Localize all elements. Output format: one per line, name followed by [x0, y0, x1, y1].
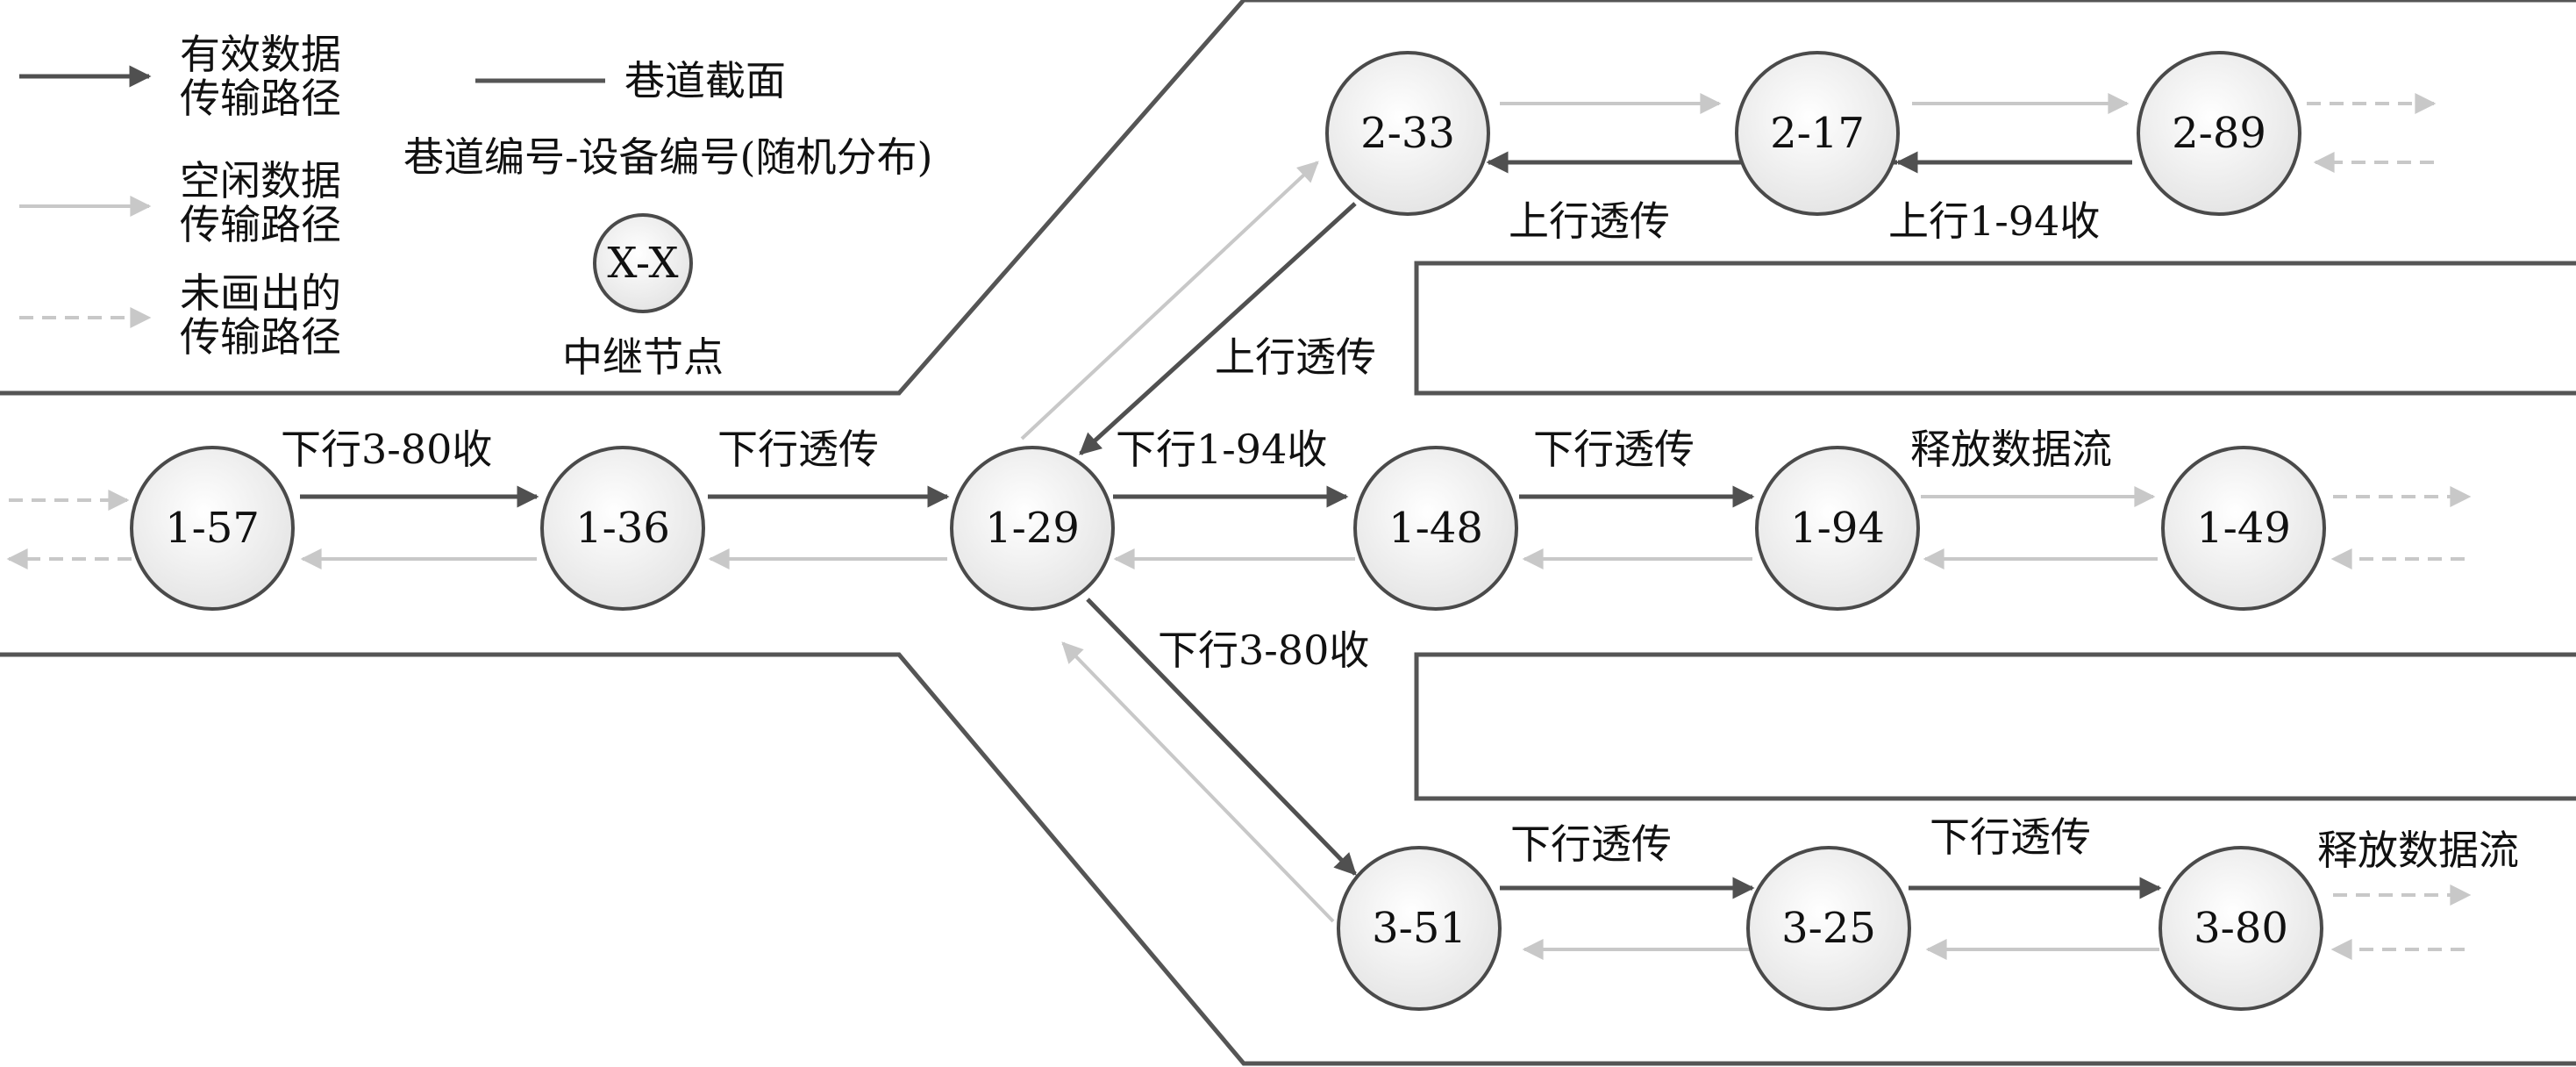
node-label-3-51: 3-51 — [1372, 904, 1466, 953]
label-129-351: 下行3-80收 — [1158, 627, 1369, 674]
path-labels: 下行3-80收 下行透传 下行1-94收 下行透传 释放数据流 上行透传 上行透… — [281, 197, 2519, 874]
label-217-233: 上行透传 — [1509, 197, 1670, 245]
relay-node-2-17: 2-17 — [1735, 51, 1900, 216]
node-label-1-49: 1-49 — [2196, 504, 2291, 553]
node-label-1-48: 1-48 — [1388, 504, 1483, 553]
label-289-217: 上行1-94收 — [1888, 197, 2100, 245]
arrow-129-to-351 — [1086, 598, 1357, 876]
legend-node-example: X-X — [607, 239, 678, 288]
node-label-2-17: 2-17 — [1770, 109, 1865, 158]
legend-undrawn-label: 未画出的传输路径 — [180, 269, 341, 361]
legend-effective-label: 有效数据传输路径 — [180, 31, 341, 122]
relay-node-1-29: 1-29 — [950, 446, 1115, 611]
label-136-129: 下行透传 — [717, 426, 879, 473]
idle-paths — [300, 93, 2159, 960]
label-233-up: 上行透传 — [1215, 333, 1376, 381]
relay-node-3-51: 3-51 — [1337, 846, 1502, 1011]
legend-relay-label: 中继节点 — [562, 333, 724, 381]
legend-node-circle — [593, 213, 693, 313]
node-label-3-80: 3-80 — [2194, 904, 2288, 953]
tunnel-wall-mid-upper — [1414, 261, 2576, 396]
idle-351-to-129 — [1061, 641, 1335, 923]
legend: 有效数据传输路径 空闲数据传输路径 未画出的传输路径 巷道截面 巷道编号-设备编… — [19, 31, 932, 381]
node-label-2-33: 2-33 — [1360, 109, 1455, 158]
relay-node-1-36: 1-36 — [540, 446, 705, 611]
relay-node-1-94: 1-94 — [1755, 446, 1920, 611]
relay-node-2-89: 2-89 — [2137, 51, 2301, 216]
relay-node-3-25: 3-25 — [1746, 846, 1911, 1011]
legend-node-desc: 巷道编号-设备编号(随机分布) — [403, 133, 932, 181]
node-label-1-36: 1-36 — [575, 504, 670, 553]
tunnel-wall-upper — [0, 0, 2576, 396]
relay-node-1-49: 1-49 — [2161, 446, 2326, 611]
idle-129-to-233 — [1020, 161, 1319, 440]
relay-node-2-33: 2-33 — [1325, 51, 1490, 216]
label-325-380: 下行透传 — [1930, 813, 2091, 861]
legend-tunnel-label: 巷道截面 — [624, 57, 786, 104]
undrawn-paths — [6, 93, 2472, 960]
relay-node-1-48: 1-48 — [1353, 446, 1518, 611]
relay-node-3-80: 3-80 — [2159, 846, 2323, 1011]
tunnel-wall-lower — [0, 652, 2576, 1066]
node-label-3-25: 3-25 — [1781, 904, 1876, 953]
node-label-1-94: 1-94 — [1790, 504, 1885, 553]
node-label-1-29: 1-29 — [985, 504, 1080, 553]
label-194-149: 释放数据流 — [1910, 426, 2112, 473]
label-380-out: 释放数据流 — [2317, 827, 2519, 874]
label-129-148: 下行1-94收 — [1116, 426, 1327, 473]
label-157-136: 下行3-80收 — [281, 426, 492, 473]
legend-idle-label: 空闲数据传输路径 — [180, 157, 341, 248]
arrow-233-to-129 — [1079, 202, 1357, 455]
label-351-325: 下行透传 — [1510, 820, 1672, 868]
relay-nodes: 1-57 1-36 1-29 1-48 1-94 1-49 2-33 2-1 — [130, 51, 2326, 1011]
tunnel-wall-mid-lower — [1414, 652, 2576, 801]
node-label-1-57: 1-57 — [165, 504, 260, 553]
label-148-194: 下行透传 — [1533, 426, 1695, 473]
relay-node-1-57: 1-57 — [130, 446, 295, 611]
node-label-2-89: 2-89 — [2172, 109, 2266, 158]
